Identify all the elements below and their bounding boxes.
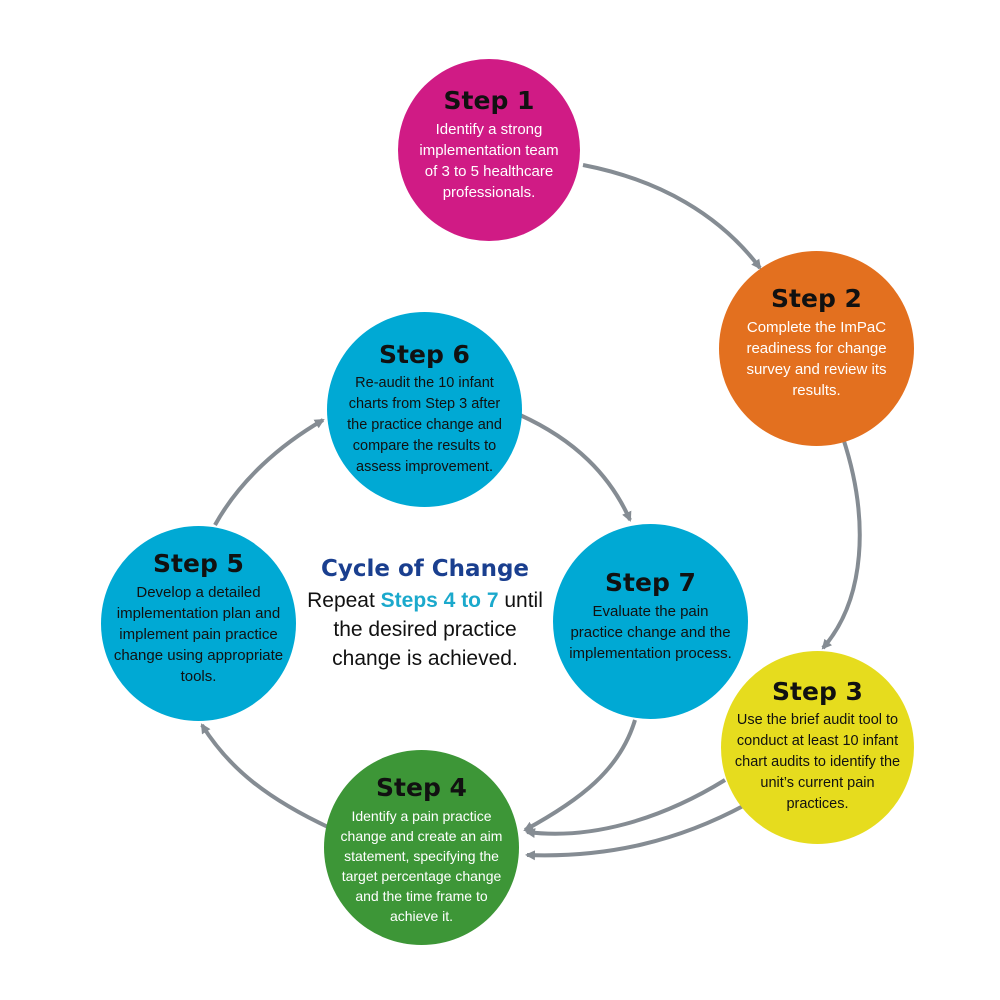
- step-1-circle: Step 1 Identify a strong implementation …: [398, 59, 580, 241]
- step-6-text: Re-audit the 10 infant charts from Step …: [347, 374, 502, 475]
- step-1-title: Step 1: [443, 85, 535, 115]
- arrow-step7-to-step4: [523, 719, 637, 832]
- arrow-step3-to-step4-b: [525, 803, 746, 861]
- arrow-step6-to-step7: [519, 413, 632, 522]
- cycle-description-prefix: Repeat: [307, 589, 381, 612]
- step-4-title: Step 4: [376, 773, 467, 802]
- step-4-text: Identify a pain practice change and crea…: [340, 808, 503, 924]
- step-5-text: Develop a detailed implementation plan a…: [113, 583, 284, 685]
- arrow-step4-to-step5: [200, 723, 331, 830]
- step-6-title: Step 6: [379, 339, 470, 369]
- cycle-description: Repeat Steps 4 to 7 until the desired pr…: [300, 586, 550, 673]
- step-3-title: Step 3: [772, 676, 863, 706]
- step-6-circle: Step 6 Re-audit the 10 infant charts fro…: [327, 312, 522, 507]
- step-2-text: Complete the ImPaC readiness for change …: [746, 319, 887, 399]
- step-7-text: Evaluate the pain practice change and th…: [569, 602, 732, 662]
- cycle-description-highlight: Steps 4 to 7: [380, 589, 499, 612]
- step-7-title: Step 7: [605, 567, 696, 597]
- cycle-center-label: Cycle of Change Repeat Steps 4 to 7 unti…: [300, 556, 550, 673]
- step-5-title: Step 5: [153, 548, 244, 578]
- step-3-text: Use the brief audit tool to conduct at l…: [734, 711, 901, 812]
- step-5-circle: Step 5 Develop a detailed implementation…: [101, 526, 296, 721]
- step-7-circle: Step 7 Evaluate the pain practice change…: [553, 524, 748, 719]
- step-4-circle: Step 4 Identify a pain practice change a…: [324, 750, 519, 945]
- step-2-title: Step 2: [771, 284, 862, 313]
- cycle-description-suffix: until the desired practice change is ach…: [332, 589, 543, 670]
- arrow-step3-to-step4-a: [525, 778, 727, 838]
- step-1-text: Identify a strong implementation team of…: [419, 120, 559, 201]
- cycle-title: Cycle of Change: [320, 556, 530, 582]
- step-2-circle: Step 2 Complete the ImPaC readiness for …: [719, 251, 914, 446]
- arrow-step2-to-step3: [821, 437, 862, 650]
- step-3-circle: Step 3 Use the brief audit tool to condu…: [721, 651, 914, 844]
- arrow-step1-to-step2: [582, 163, 762, 270]
- arrow-step5-to-step6: [213, 418, 325, 526]
